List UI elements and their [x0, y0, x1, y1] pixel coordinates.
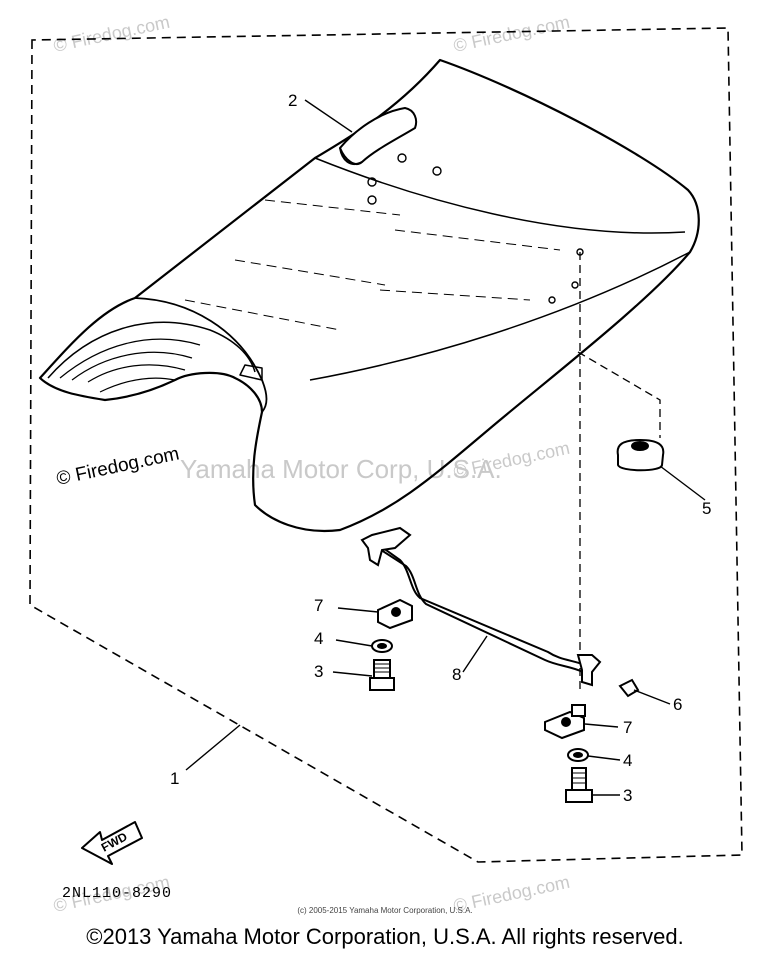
- bracket-part-7-right: [544, 704, 586, 740]
- callout-1: 1: [170, 769, 179, 788]
- assembly-boundary: [29, 27, 743, 863]
- copyright-notice: ©2013 Yamaha Motor Corporation, U.S.A. A…: [86, 924, 684, 949]
- washer-part-4-right: [567, 748, 589, 762]
- fwd-arrow: FWD: [81, 821, 143, 865]
- seat-strap: [338, 106, 418, 166]
- callout-leaders: [185, 99, 706, 796]
- callout-2: 2: [288, 91, 297, 110]
- watermark-yamaha-center: Yamaha Motor Corp, U.S.A.: [180, 454, 502, 484]
- bolt-part-3-right: [565, 767, 593, 803]
- callout-7-left: 7: [314, 596, 323, 615]
- seat-assembly: [38, 58, 700, 533]
- bracket-part-7-left: [377, 598, 413, 630]
- bolt-part-3-left: [369, 659, 395, 691]
- watermark-firedog-top-right: © Firedog.com: [452, 12, 572, 56]
- callout-5: 5: [702, 499, 711, 518]
- callout-numbers: 1 2 3 3 4 4 5 6 7 7 8: [170, 91, 711, 805]
- small-copyright: (c) 2005-2015 Yamaha Motor Corporation, …: [297, 906, 473, 915]
- callout-8: 8: [452, 665, 461, 684]
- callout-6: 6: [673, 695, 682, 714]
- watermark-firedog-top-left: © Firedog.com: [52, 12, 172, 56]
- clip-part-6: [618, 678, 640, 698]
- damper-part-5: [616, 438, 665, 472]
- callout-4-right: 4: [623, 751, 632, 770]
- callout-4-left: 4: [314, 629, 323, 648]
- washer-part-4-left: [371, 639, 393, 653]
- stay-rod-part-8: [360, 526, 602, 687]
- callout-3-right: 3: [623, 786, 632, 805]
- callout-3-left: 3: [314, 662, 323, 681]
- dashed-leaders: [577, 252, 661, 690]
- callout-7-right: 7: [623, 718, 632, 737]
- diagram-code: 2NL110-8290: [62, 885, 172, 902]
- watermark-firedog-mid-left: © Firedog.com: [55, 443, 182, 490]
- watermark-layer: © Firedog.com © Firedog.com © Firedog.co…: [52, 12, 572, 916]
